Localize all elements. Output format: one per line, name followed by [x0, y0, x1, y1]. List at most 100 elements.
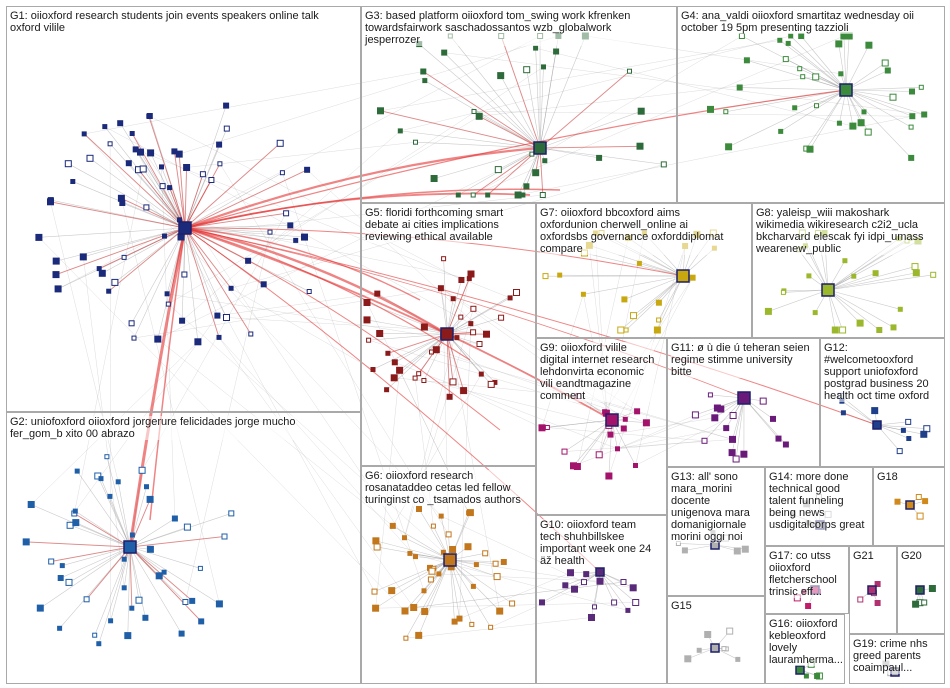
- node: [567, 569, 574, 577]
- node: [740, 450, 748, 458]
- edge: [845, 89, 925, 115]
- node: [301, 233, 308, 241]
- node: [469, 621, 475, 627]
- edge: [459, 572, 571, 619]
- edge: [184, 179, 212, 229]
- node: [54, 285, 62, 293]
- node: [36, 604, 44, 612]
- highlight-edge: [184, 227, 471, 361]
- edge: [440, 288, 448, 335]
- edge: [788, 43, 847, 91]
- edge: [379, 333, 448, 335]
- node: [384, 387, 390, 393]
- highlight-edge: [446, 333, 454, 382]
- highlight-edge: [184, 163, 221, 229]
- node: [496, 607, 504, 615]
- hub-node: [710, 643, 720, 653]
- node: [717, 405, 725, 413]
- node: [108, 618, 114, 624]
- node: [894, 498, 901, 505]
- node: [125, 160, 132, 167]
- node: [436, 571, 442, 577]
- node: [446, 393, 453, 400]
- group-panel-g15: G15: [667, 596, 765, 684]
- edge: [391, 559, 451, 591]
- edge: [102, 227, 186, 274]
- highlight-edge: [446, 333, 465, 391]
- edge: [845, 89, 894, 98]
- node: [287, 222, 294, 229]
- node: [189, 597, 196, 604]
- highlight-edge: [184, 227, 252, 335]
- edge: [148, 116, 186, 229]
- edge: [678, 543, 716, 546]
- edge: [129, 518, 176, 548]
- edge: [414, 333, 448, 379]
- node: [782, 56, 789, 63]
- edge: [843, 35, 847, 91]
- edge: [741, 35, 847, 91]
- highlight-edge: [178, 154, 186, 229]
- node: [889, 93, 897, 101]
- highlight-edge: [184, 212, 287, 229]
- edge: [617, 414, 696, 450]
- node: [403, 635, 409, 641]
- node: [909, 88, 915, 95]
- node: [656, 317, 662, 323]
- edge: [129, 536, 225, 548]
- node: [729, 435, 736, 443]
- edge: [186, 141, 416, 168]
- edge: [876, 424, 909, 439]
- highlight-edge: [184, 227, 265, 285]
- node: [473, 562, 479, 568]
- node: [154, 335, 162, 343]
- node: [627, 68, 632, 74]
- highlight-edge: [423, 71, 541, 149]
- hub-node: [915, 585, 925, 595]
- node: [57, 625, 63, 631]
- edge: [783, 289, 829, 293]
- node: [704, 631, 712, 638]
- node: [228, 285, 234, 291]
- edge: [184, 227, 220, 338]
- edge: [535, 47, 853, 127]
- node: [851, 273, 857, 279]
- edge: [500, 75, 541, 149]
- edge: [184, 169, 308, 229]
- hub-node: [676, 269, 690, 283]
- edge: [490, 589, 575, 628]
- node: [861, 109, 867, 115]
- edge: [780, 89, 847, 132]
- edge: [599, 571, 629, 611]
- hub-node: [440, 327, 454, 341]
- node: [22, 538, 30, 546]
- edge: [97, 475, 131, 548]
- node: [711, 414, 719, 422]
- edge: [50, 199, 186, 229]
- edge: [518, 115, 913, 196]
- edge: [405, 559, 451, 639]
- node: [921, 111, 928, 118]
- edge: [83, 227, 186, 258]
- node: [498, 314, 505, 321]
- node: [178, 630, 185, 637]
- edge: [876, 424, 924, 435]
- edge: [732, 397, 745, 440]
- node: [732, 455, 740, 463]
- edge: [845, 89, 913, 117]
- edge: [50, 201, 186, 229]
- node: [121, 254, 127, 260]
- node: [513, 289, 520, 296]
- edge: [739, 87, 847, 91]
- node: [402, 535, 407, 541]
- node: [838, 71, 844, 77]
- group-panel-g20: G20: [897, 546, 945, 634]
- edge: [611, 419, 636, 466]
- edge: [539, 35, 559, 149]
- node: [129, 605, 135, 611]
- node: [456, 615, 463, 622]
- edge: [59, 546, 131, 629]
- node: [223, 314, 230, 321]
- edge: [366, 319, 448, 335]
